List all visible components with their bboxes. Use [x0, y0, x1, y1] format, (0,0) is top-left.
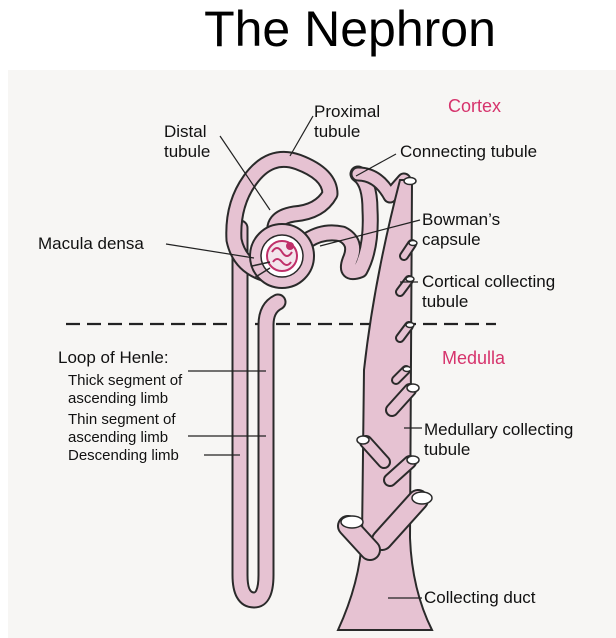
medulla-label: Medulla [442, 348, 506, 368]
nephron-illustration [66, 115, 496, 631]
thin-segment-label: Thin segment of ascending limb [68, 411, 176, 446]
slide-title: The Nephron [204, 1, 496, 57]
collecting-duct-label: Collecting duct [424, 588, 536, 607]
loop-of-henle-label: Loop of Henle: [58, 348, 169, 367]
connecting-tubule-label: Connecting tubule [400, 142, 538, 161]
label-leaders [165, 115, 422, 599]
descending-limb-label: Descending limb [68, 447, 179, 464]
cortical-collecting-tubule-label: Cortical collecting tubule [422, 272, 556, 311]
bowmans-capsule-label: Bowman’s capsule [422, 210, 501, 249]
nephron-diagram: Cortex Medulla Proximal tubule Distal tu… [8, 70, 616, 638]
cortex-label: Cortex [448, 96, 502, 116]
proximal-tubule-label: Proximal tubule [314, 102, 381, 141]
bowmans-capsule-shape [249, 223, 315, 289]
macula-densa-label: Macula densa [38, 234, 144, 253]
thick-segment-label: Thick segment of ascending limb [68, 372, 183, 407]
medullary-collecting-tubule-label: Medullary collecting tubule [424, 420, 574, 459]
distal-tubule-label: Distal tubule [164, 122, 211, 161]
